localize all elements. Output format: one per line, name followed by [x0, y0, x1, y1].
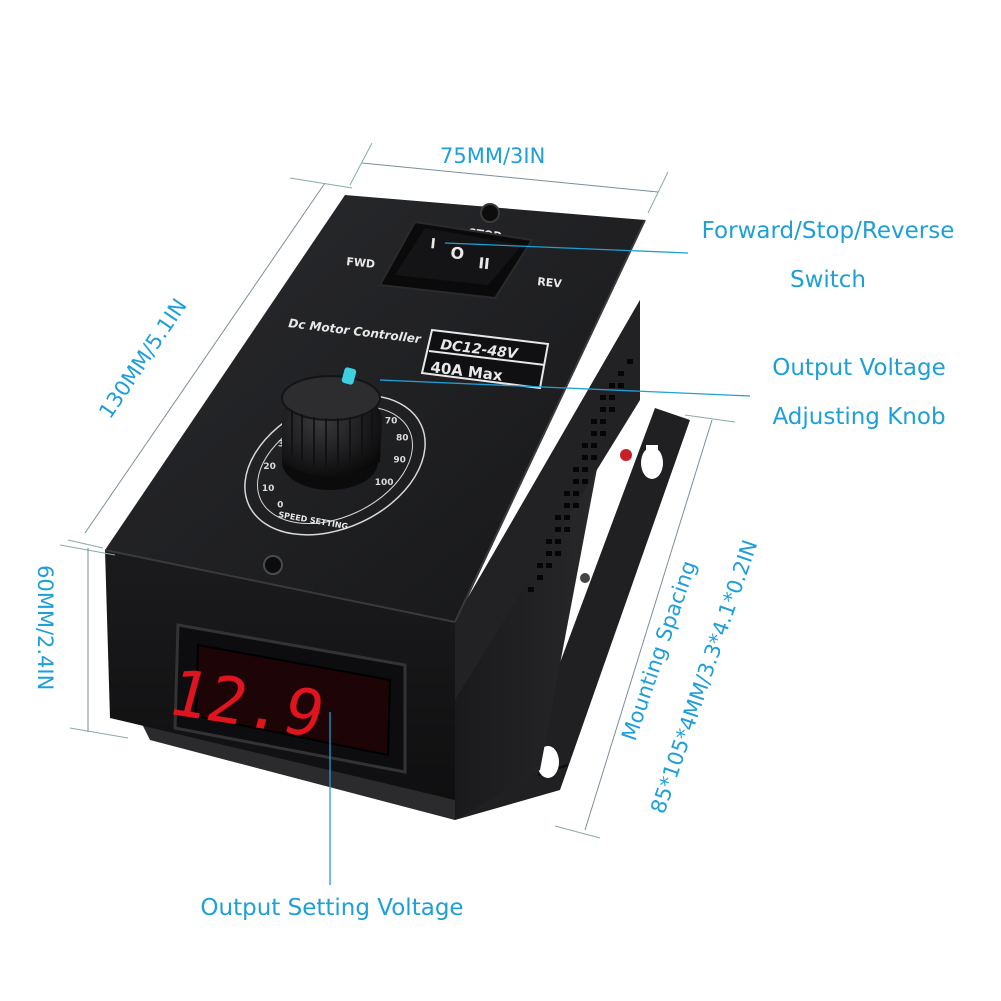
vent-hole [600, 431, 606, 436]
dial-tick-label: 20 [263, 462, 276, 472]
vent-hole [555, 515, 561, 520]
top-screw [480, 203, 500, 223]
vent-hole [609, 395, 615, 400]
dial-tick-label: 70 [385, 417, 398, 427]
mounting-label-line2: 85*105*4MM/3.3*4.1*0.2IN [646, 537, 762, 817]
switch-symbol-forward: I [430, 236, 437, 252]
vent-hole [555, 527, 561, 532]
vent-hole [555, 551, 561, 556]
vent-hole [582, 467, 588, 472]
vent-hole [609, 383, 615, 388]
vent-hole [573, 503, 579, 508]
dial-tick-label: 100 [375, 478, 394, 488]
dial-tick-label: 0 [277, 501, 283, 511]
vent-hole [582, 479, 588, 484]
front-screw [263, 555, 283, 575]
vent-hole [555, 539, 561, 544]
vent-hole [591, 419, 597, 424]
vent-hole [564, 503, 570, 508]
vent-hole [537, 563, 543, 568]
output-voltage-knob[interactable] [281, 367, 382, 490]
vent-hole [573, 491, 579, 496]
vent-hole [600, 419, 606, 424]
switch-callout-line1: Forward/Stop/Reverse [702, 218, 955, 244]
vent-hole [600, 407, 606, 412]
mounting-slot-upper [641, 445, 663, 479]
vent-hole [573, 467, 579, 472]
vent-hole [537, 575, 543, 580]
vent-hole [618, 371, 624, 376]
vent-hole [546, 563, 552, 568]
vent-hole [564, 527, 570, 532]
vent-hole [591, 455, 597, 460]
height-label: 130MM/5.1IN [94, 294, 191, 422]
vent-holes [528, 359, 633, 592]
vent-hole [618, 383, 624, 388]
switch-callout-line2: Switch [790, 267, 866, 293]
rev-label: REV [537, 275, 563, 291]
vent-hole [627, 359, 633, 364]
switch-symbol-stop: O [450, 243, 466, 263]
display-callout: Output Setting Voltage [200, 895, 463, 921]
rating-label: DC12-48V 40A Max [420, 328, 550, 390]
depth-dimension: 60MM/2.4IN [33, 544, 129, 739]
knob-leader-line [379, 379, 751, 397]
knob-callout-line2: Adjusting Knob [772, 404, 945, 430]
dial-tick-label: 90 [393, 456, 406, 466]
vent-hole [564, 491, 570, 496]
switch-symbol-reverse: II [478, 254, 491, 273]
fwd-label: FWD [346, 255, 376, 271]
dial-tick-label: 10 [262, 484, 275, 494]
knob-callout-line1: Output Voltage [772, 355, 945, 381]
vent-hole [564, 515, 570, 520]
vent-hole [573, 479, 579, 484]
depth-label: 60MM/2.4IN [33, 565, 57, 690]
vent-hole [609, 407, 615, 412]
side-screw [580, 573, 590, 583]
width-dimension: 75MM/3IN [349, 142, 669, 214]
vent-hole [582, 443, 588, 448]
top-panel: STOP I O II FWD REV Dc Motor Controller … [244, 203, 563, 575]
vent-hole [546, 551, 552, 556]
vent-hole [546, 539, 552, 544]
vent-hole [582, 455, 588, 460]
knob-indicator [341, 367, 357, 385]
switch-leader-line [444, 242, 689, 254]
vent-hole [600, 395, 606, 400]
vent-hole [591, 443, 597, 448]
width-label: 75MM/3IN [440, 144, 545, 168]
forward-stop-reverse-switch[interactable]: I O II [378, 220, 534, 300]
dial-tick-label: 80 [396, 434, 409, 444]
vent-hole [591, 431, 597, 436]
wire-terminal [620, 449, 632, 461]
vent-hole [528, 587, 534, 592]
